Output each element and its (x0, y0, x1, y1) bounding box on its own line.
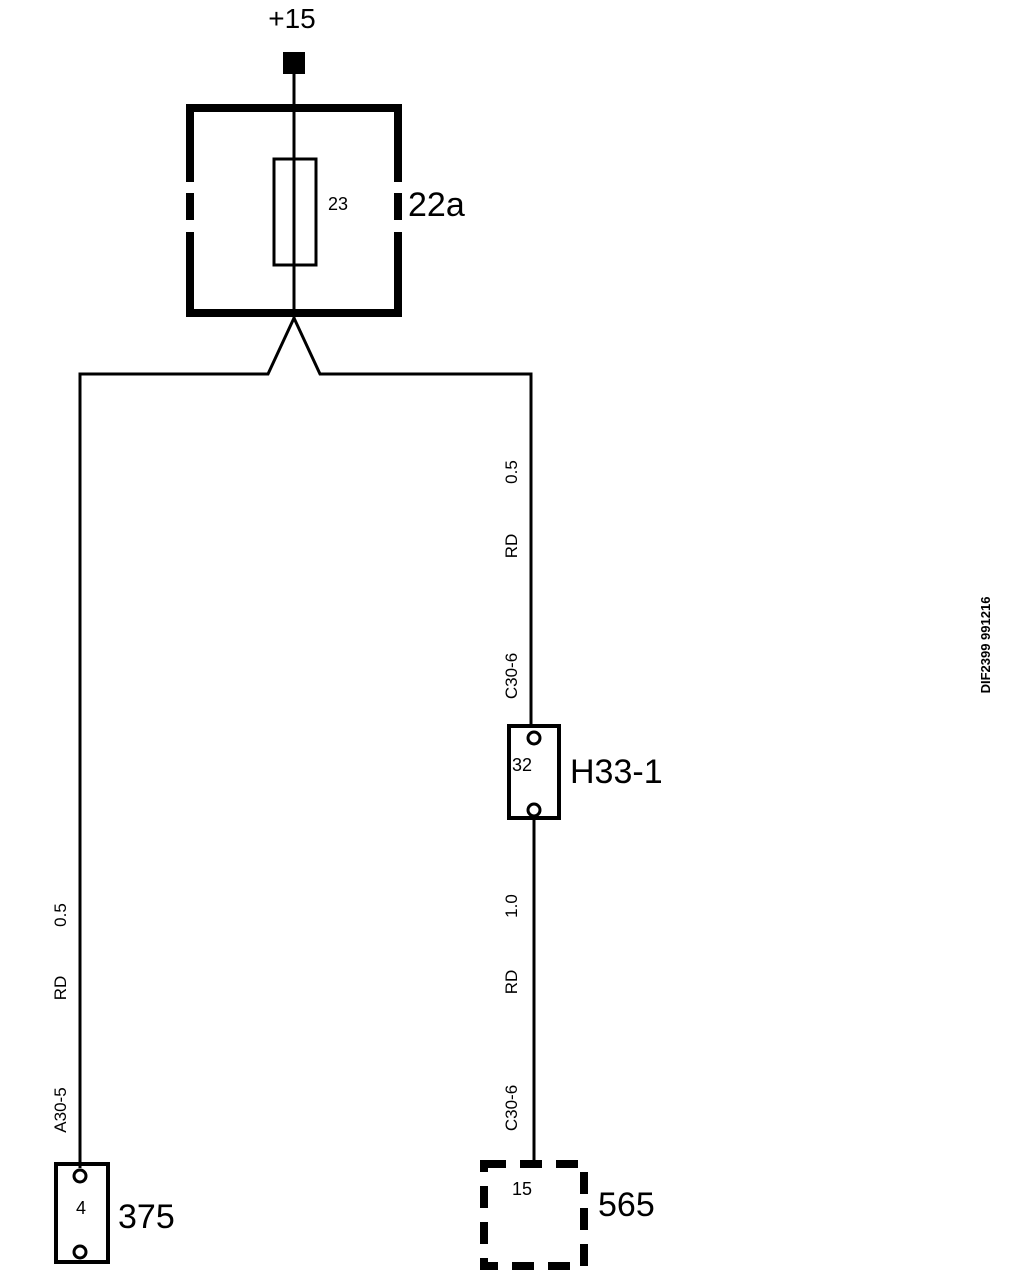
left-wire-color: RD (51, 976, 70, 1001)
right-lower-wire-color: RD (502, 970, 521, 995)
junction-pin-top (526, 730, 542, 746)
supply-label: +15 (268, 3, 316, 34)
right-lower-connector-id: C30-6 (502, 1085, 521, 1131)
right-upper-wire-color: RD (502, 534, 521, 559)
component-565-pin-number: 15 (512, 1179, 532, 1199)
component-565-id: 565 (598, 1186, 655, 1224)
fuse-box (186, 104, 402, 317)
component-565-body (480, 1160, 588, 1270)
supply-terminal (283, 52, 305, 74)
component-375-pin-number: 4 (76, 1198, 86, 1218)
right-lower-wire-size: 1.0 (502, 894, 521, 918)
fuse-box-id: 22a (408, 186, 465, 224)
left-connector-id: A30-5 (51, 1087, 70, 1132)
fuse-number: 23 (328, 194, 348, 214)
component-375-body (54, 1162, 110, 1264)
figure-reference: DIF2399 991216 (978, 597, 993, 694)
component-375-id: 375 (118, 1198, 175, 1236)
left-wire-size: 0.5 (51, 903, 70, 927)
right-upper-connector-id: C30-6 (502, 653, 521, 699)
right-upper-wire-size: 0.5 (502, 460, 521, 484)
junction-id: H33-1 (570, 753, 663, 791)
junction-pin-number: 32 (512, 755, 532, 775)
component-375-pin-bottom (72, 1244, 88, 1260)
fuse-symbol (272, 157, 318, 267)
splice-wires (78, 314, 533, 1168)
junction-pin-bottom (526, 802, 542, 818)
component-375-pin-top (72, 1168, 88, 1184)
